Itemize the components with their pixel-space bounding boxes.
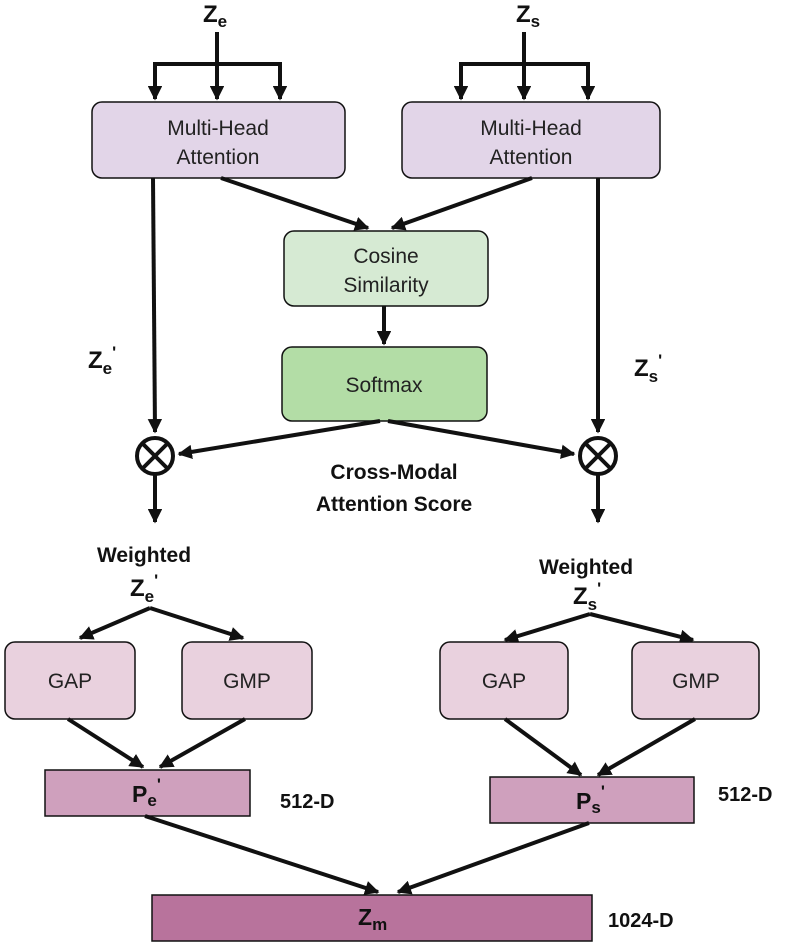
gmp-left-box [181, 641, 313, 720]
ps-label: Ps' [576, 782, 605, 817]
mha-left-label-2: Attention [177, 146, 260, 169]
cross-modal-label-1: Cross-Modal [330, 461, 457, 484]
gmp-left-label: GMP [223, 670, 271, 693]
edge-pe-to-zm [144, 814, 380, 895]
softmax-label: Softmax [345, 374, 423, 397]
gmp-left-node: GMP [181, 641, 313, 720]
edge-gmp-right-to-ps [596, 717, 696, 777]
multiply-right-icon [578, 436, 618, 476]
pe-label: Pe' [132, 775, 161, 810]
gap-right-node: GAP [439, 641, 569, 720]
edge-weighted-left-to-gap [78, 606, 151, 640]
zm-node: Zm [151, 894, 593, 942]
fanout-ze-edges [147, 32, 288, 101]
side-label-ze-prime: Ze' [88, 343, 116, 378]
side-label-zs-prime: Zs' [634, 351, 662, 386]
mha-left-box [91, 101, 346, 179]
ps-box [489, 776, 695, 824]
gap-left-label: GAP [48, 670, 92, 693]
weighted-left-var: Ze' [130, 571, 158, 606]
input-label-zs: Zs [516, 1, 540, 31]
weighted-right-title: Weighted [539, 556, 633, 579]
edge-mha-left-to-cosine [220, 176, 370, 231]
edge-ps-to-zm [396, 821, 590, 895]
mha-left-label-1: Multi-Head [167, 117, 269, 140]
gap-right-box [439, 641, 569, 720]
fanout-zs-edges [453, 32, 596, 101]
edge-softmax-to-mult-left [177, 419, 381, 460]
gmp-right-box [631, 641, 760, 720]
cosine-label-1: Cosine [353, 245, 418, 268]
weighted-right-var: Zs' [573, 579, 601, 614]
mha-right-label-1: Multi-Head [480, 117, 582, 140]
pe-node: Pe' [44, 769, 251, 817]
mha-right-node: Multi-Head Attention [401, 101, 661, 179]
edge-mha-left-to-mult [147, 177, 163, 434]
mha-left-node: Multi-Head Attention [91, 101, 346, 179]
edge-softmax-to-mult-right [387, 419, 576, 459]
zm-label: Zm [358, 904, 387, 934]
edge-mha-right-to-cosine [390, 176, 533, 231]
input-label-ze: Ze [203, 1, 227, 31]
edge-weighted-right-to-gmp [589, 612, 695, 644]
gap-left-node: GAP [4, 641, 136, 720]
cosine-node: Cosine Similarity [283, 230, 489, 307]
edge-weighted-left-to-gmp [149, 606, 245, 641]
cross-modal-label-2: Attention Score [316, 493, 472, 516]
edge-gmp-left-to-pe [158, 717, 246, 769]
gmp-right-node: GMP [631, 641, 760, 720]
gap-right-label: GAP [482, 670, 526, 693]
ps-dim-label: 512-D [718, 784, 772, 806]
weighted-left-title: Weighted [97, 544, 191, 567]
multiply-left-icon [135, 436, 175, 476]
edge-gap-right-to-ps [503, 717, 583, 777]
cosine-label-2: Similarity [343, 274, 429, 297]
softmax-box [281, 346, 488, 422]
mha-right-label-2: Attention [490, 146, 573, 169]
softmax-node: Softmax [281, 346, 488, 422]
pe-dim-label: 512-D [280, 791, 334, 813]
zm-box [151, 894, 593, 942]
ps-node: Ps' [489, 776, 695, 824]
edge-weighted-right-to-gap [503, 612, 591, 644]
edge-gap-left-to-pe [66, 717, 145, 769]
zm-dim-label: 1024-D [608, 910, 674, 932]
gmp-right-label: GMP [672, 670, 720, 693]
